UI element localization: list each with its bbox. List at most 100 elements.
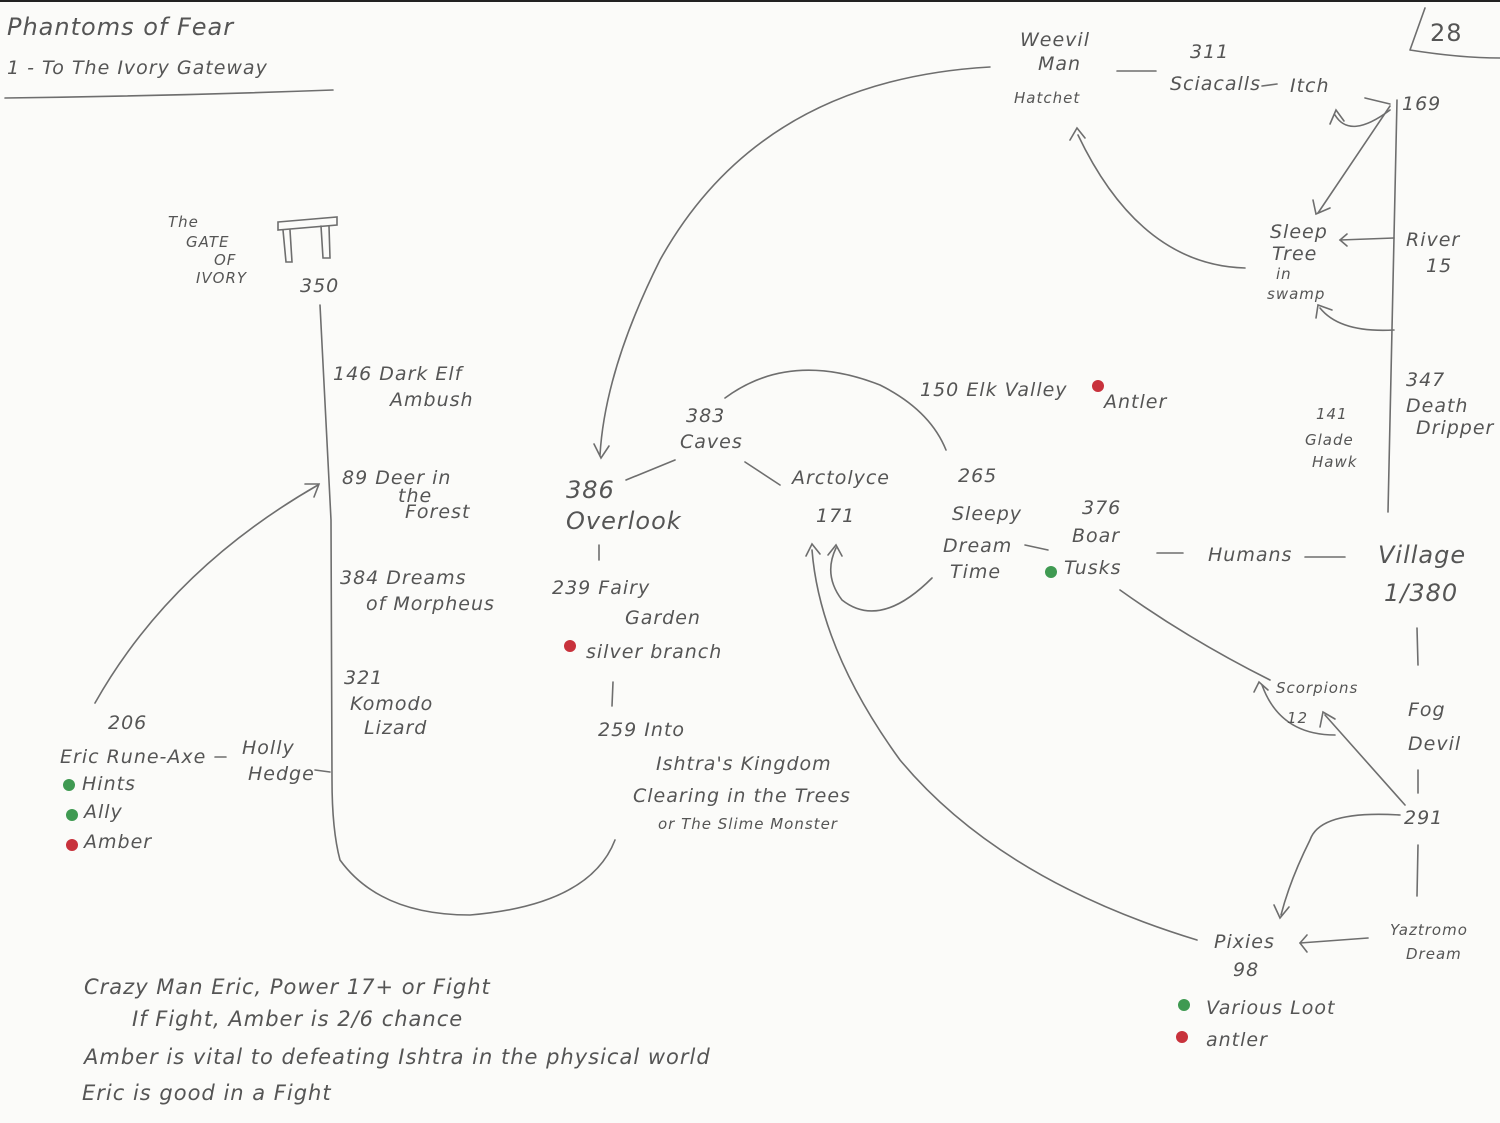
node-river: River xyxy=(1406,229,1461,251)
node-89: 89 Deer in xyxy=(342,467,452,489)
node-239-line2: Garden xyxy=(625,607,701,629)
node-383: 383 xyxy=(686,405,726,427)
node-169: 169 xyxy=(1402,93,1442,115)
node-village: Village xyxy=(1378,541,1467,569)
node-321-line3: Lizard xyxy=(364,717,428,739)
node-146-line2: Ambush xyxy=(390,389,474,411)
green-dot xyxy=(1178,999,1190,1011)
291-to-scorpions-arrow xyxy=(1324,714,1406,806)
green-dot xyxy=(1045,566,1057,578)
title-underline xyxy=(4,89,334,99)
node-265: 265 xyxy=(958,465,998,487)
gate-number: 350 xyxy=(300,275,340,297)
node-259-line4: or The Slime Monster xyxy=(658,815,838,833)
node-239: 239 Fairy xyxy=(552,577,651,599)
node-weevil: Weevil xyxy=(1020,29,1090,51)
node-376: 376 xyxy=(1082,497,1122,519)
node-311-line2: Sciacalls xyxy=(1170,73,1261,95)
village-to-fog xyxy=(1416,627,1419,666)
node-141: 141 xyxy=(1316,405,1348,423)
caves-to-265-arc xyxy=(724,369,947,451)
note-line-1: Crazy Man Eric, Power 17+ or Fight xyxy=(84,975,491,999)
node-206: 206 xyxy=(108,712,148,734)
diagram-subtitle: 1 - To The Ivory Gateway xyxy=(7,57,268,79)
holly-connector xyxy=(314,769,331,773)
node-259: 259 Into xyxy=(598,719,686,741)
node-89-line2: the xyxy=(398,485,433,507)
pixies-to-arctolyce-arc xyxy=(811,549,1198,941)
node-sleep-tree-line2: Tree xyxy=(1272,243,1318,265)
item-various-loot: Various Loot xyxy=(1206,997,1336,1019)
265-to-boar xyxy=(1024,544,1049,551)
green-dot xyxy=(66,809,78,821)
node-weevil-line3: Hatchet xyxy=(1014,89,1081,107)
node-itch: Itch xyxy=(1290,75,1330,97)
node-holly-line2: Hedge xyxy=(248,763,315,785)
node-150: 150 Elk Valley xyxy=(920,379,1068,401)
scorpions-loop xyxy=(1261,684,1336,736)
node-pixies: Pixies xyxy=(1214,931,1275,953)
eric-to-deer-arrow xyxy=(94,484,319,704)
node-265-line3: Dream xyxy=(943,535,1013,557)
node-141-line2: Glade xyxy=(1305,431,1354,449)
node-sleep-tree: Sleep xyxy=(1270,221,1328,243)
node-scorpions-number: 12 xyxy=(1287,709,1309,727)
node-141-line3: Hawk xyxy=(1312,453,1358,471)
347-to-swamp-arrow xyxy=(1319,307,1395,332)
node-yaztromo: Yaztromo xyxy=(1390,921,1468,939)
node-376-line2: Boar xyxy=(1072,525,1121,547)
red-dot xyxy=(564,640,576,652)
swamp-to-weevil-arrow xyxy=(1077,134,1246,269)
item-amber: Amber xyxy=(84,831,153,853)
169-to-itch-arrow xyxy=(1334,109,1391,128)
node-321: 321 xyxy=(344,667,384,689)
item-hints: Hints xyxy=(82,773,136,795)
gate-icon xyxy=(277,216,338,263)
item-antler-pixies: antler xyxy=(1206,1029,1268,1051)
green-dot xyxy=(63,779,75,791)
boar-to-scorpions xyxy=(1119,589,1271,681)
gate-label-4: IVORY xyxy=(196,269,248,287)
291-to-yaztromo xyxy=(1416,844,1419,897)
node-384-line2: of Morpheus xyxy=(366,593,495,615)
note-line-3: Amber is vital to defeating Ishtra in th… xyxy=(84,1045,711,1069)
node-arctolyce: Arctolyce xyxy=(792,467,890,489)
node-265-line4: Time xyxy=(950,561,1002,583)
note-line-4: Eric is good in a Fight xyxy=(82,1081,332,1105)
node-206-name: Eric Rune-Axe xyxy=(60,746,207,768)
fairy-to-259 xyxy=(611,681,614,707)
diagram-title: Phantoms of Fear xyxy=(7,13,235,41)
node-347-line3: Dripper xyxy=(1416,417,1495,439)
node-259-line3: Clearing in the Trees xyxy=(633,785,851,807)
caves-to-arctolyce xyxy=(744,461,781,486)
node-arctolyce-number: 171 xyxy=(816,505,856,527)
node-383-line2: Caves xyxy=(680,431,743,453)
node-weevil-line2: Man xyxy=(1038,53,1082,75)
node-pixies-number: 98 xyxy=(1233,959,1260,981)
page-number-box xyxy=(1409,7,1500,59)
red-dot xyxy=(66,839,78,851)
node-village-number: 1/380 xyxy=(1384,579,1459,607)
node-sleep-tree-line4: swamp xyxy=(1267,285,1326,303)
page-number: 28 xyxy=(1430,19,1463,47)
node-384: 384 Dreams xyxy=(340,567,467,589)
gate-label-2: GATE xyxy=(186,233,230,251)
node-347: 347 xyxy=(1406,369,1446,391)
item-antler-elk: Antler xyxy=(1104,391,1168,413)
river-to-sleep-tree-arrow xyxy=(1339,237,1395,241)
weevil-to-overlook-arc xyxy=(599,66,991,456)
note-line-2: If Fight, Amber is 2/6 chance xyxy=(132,1007,464,1031)
node-fog-line2: Devil xyxy=(1408,733,1462,755)
node-347-line2: Death xyxy=(1406,395,1469,417)
village-to-river xyxy=(1387,99,1398,513)
291-to-pixies-arrow xyxy=(1280,813,1401,916)
node-259-line2: Ishtra's Kingdom xyxy=(656,753,832,775)
overlook-to-caves xyxy=(625,459,676,481)
node-humans: Humans xyxy=(1208,544,1293,566)
node-146: 146 Dark Elf xyxy=(333,363,463,385)
item-ally: Ally xyxy=(84,801,123,823)
gate-label-3: OF xyxy=(214,251,237,269)
main-trail-line xyxy=(319,304,616,916)
red-dot xyxy=(1092,380,1104,392)
